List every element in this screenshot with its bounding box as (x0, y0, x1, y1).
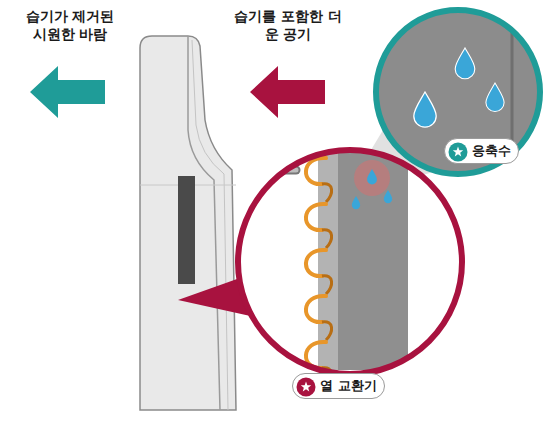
intake-grille (178, 176, 195, 284)
callout-text: 열 교환기 (320, 378, 377, 393)
cool-air-arrow (30, 66, 105, 118)
star-icon (296, 377, 316, 397)
water-drop (384, 190, 392, 203)
air-label: 습기를 포함한 더운 공기 (232, 8, 344, 43)
callout-pill: 열 교환기 (292, 373, 385, 399)
water-drop (352, 196, 360, 209)
warm-air-arrow (250, 66, 325, 118)
fin-surface (370, 0, 510, 180)
coil-winding (306, 158, 326, 184)
magnified-border (238, 150, 462, 374)
drop-group (352, 169, 392, 209)
heat-exchanger-edge (318, 140, 338, 390)
heat-exchanger-fin (318, 140, 408, 390)
water-drop (486, 83, 504, 112)
coil-winding (306, 250, 326, 276)
coil-winding (306, 204, 326, 230)
heat-exchanger-fin (338, 140, 408, 370)
coil-winding (306, 296, 326, 322)
water-drop (414, 92, 436, 127)
coil-winding (322, 322, 332, 340)
dehumidifier-body (140, 36, 236, 410)
callout-pill: 응축수 (444, 138, 519, 164)
body-edge (192, 40, 228, 410)
coil-group (306, 158, 332, 386)
water-drop (367, 169, 377, 184)
condensate-border (376, 10, 540, 174)
water-drop (455, 48, 475, 79)
star-icon (448, 142, 468, 162)
air-label: 습기가 제거된 시원한 바람 (20, 8, 120, 43)
drop-group (414, 48, 504, 127)
coil-winding (322, 184, 332, 202)
coil-winding (322, 276, 332, 294)
highlight-spot (354, 160, 390, 196)
callout-text: 응축수 (472, 143, 511, 158)
coil-winding (322, 230, 332, 248)
